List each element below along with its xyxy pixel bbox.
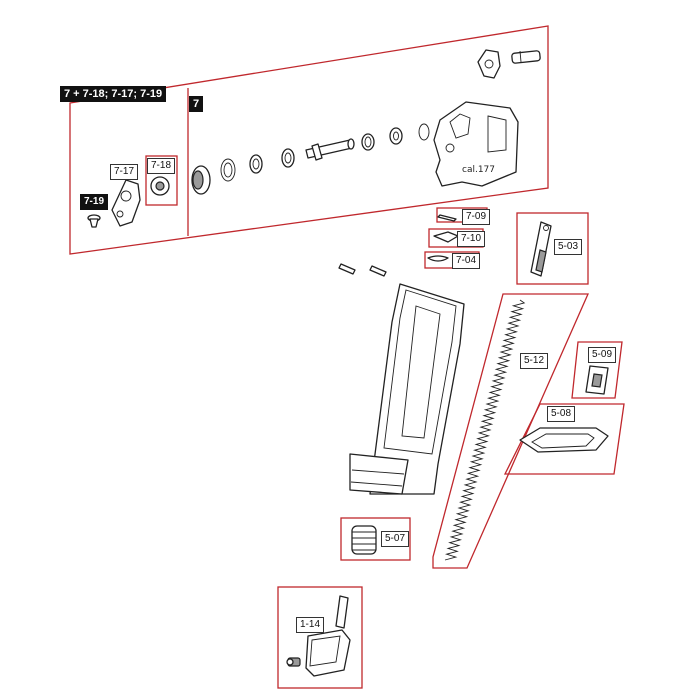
frame-5-07: [340, 517, 411, 561]
label-5-07: 5-07: [381, 531, 410, 547]
label-5-03: 5-03: [554, 239, 583, 255]
label-5-12: 5-12: [520, 353, 549, 369]
group-label-combo: 7 + 7-18; 7-17; 7-19: [60, 86, 167, 102]
part-small-lever: [477, 49, 501, 79]
part-valve-stem: [305, 138, 355, 161]
part-7-04-spring: [427, 255, 449, 262]
part-7-18-seal: [150, 176, 170, 196]
label-5-08: 5-08: [547, 406, 576, 422]
group-label-7: 7: [189, 96, 204, 112]
label-7-18: 7-18: [147, 158, 176, 174]
label-7-04: 7-04: [452, 253, 481, 269]
frame-5-12: [432, 293, 589, 569]
label-1-14: 1-14: [296, 617, 325, 633]
part-7-19-screw: [87, 214, 101, 228]
frame-5-03: [516, 212, 589, 285]
valve-assembly-parts: cal.177: [87, 49, 541, 228]
part-5-12-spring: [444, 299, 526, 561]
label-5-09: 5-09: [588, 347, 617, 363]
part-5-03: [530, 221, 552, 277]
caliber-engraving: cal.177: [462, 165, 495, 175]
part-1-14: [286, 595, 351, 677]
frame-7-18: [145, 155, 178, 206]
part-7-10-follower-cap: [433, 231, 459, 243]
label-7-19: 7-19: [80, 194, 109, 210]
frame-5-08: [503, 403, 625, 475]
part-pins: [338, 263, 387, 277]
part-5-09: [585, 365, 609, 395]
part-magazine-body: [349, 283, 465, 495]
part-small-pin: [511, 50, 541, 64]
part-orings-row: [220, 123, 430, 182]
part-7-09-spring-clip: [437, 214, 457, 222]
part-7-17-plate: [111, 179, 141, 227]
label-7-09: 7-09: [462, 209, 491, 225]
part-5-07-spring: [351, 525, 377, 555]
label-7-10: 7-10: [457, 231, 486, 247]
frame-5-09: [571, 341, 623, 399]
part-valve-housing: cal.177: [433, 101, 519, 187]
label-7-17: 7-17: [110, 164, 139, 180]
frame-group-7-with-extras: [69, 25, 549, 255]
part-5-08-base-plate: [519, 427, 609, 453]
frame-1-14: [277, 586, 363, 689]
part-valve-cap: [191, 165, 211, 195]
